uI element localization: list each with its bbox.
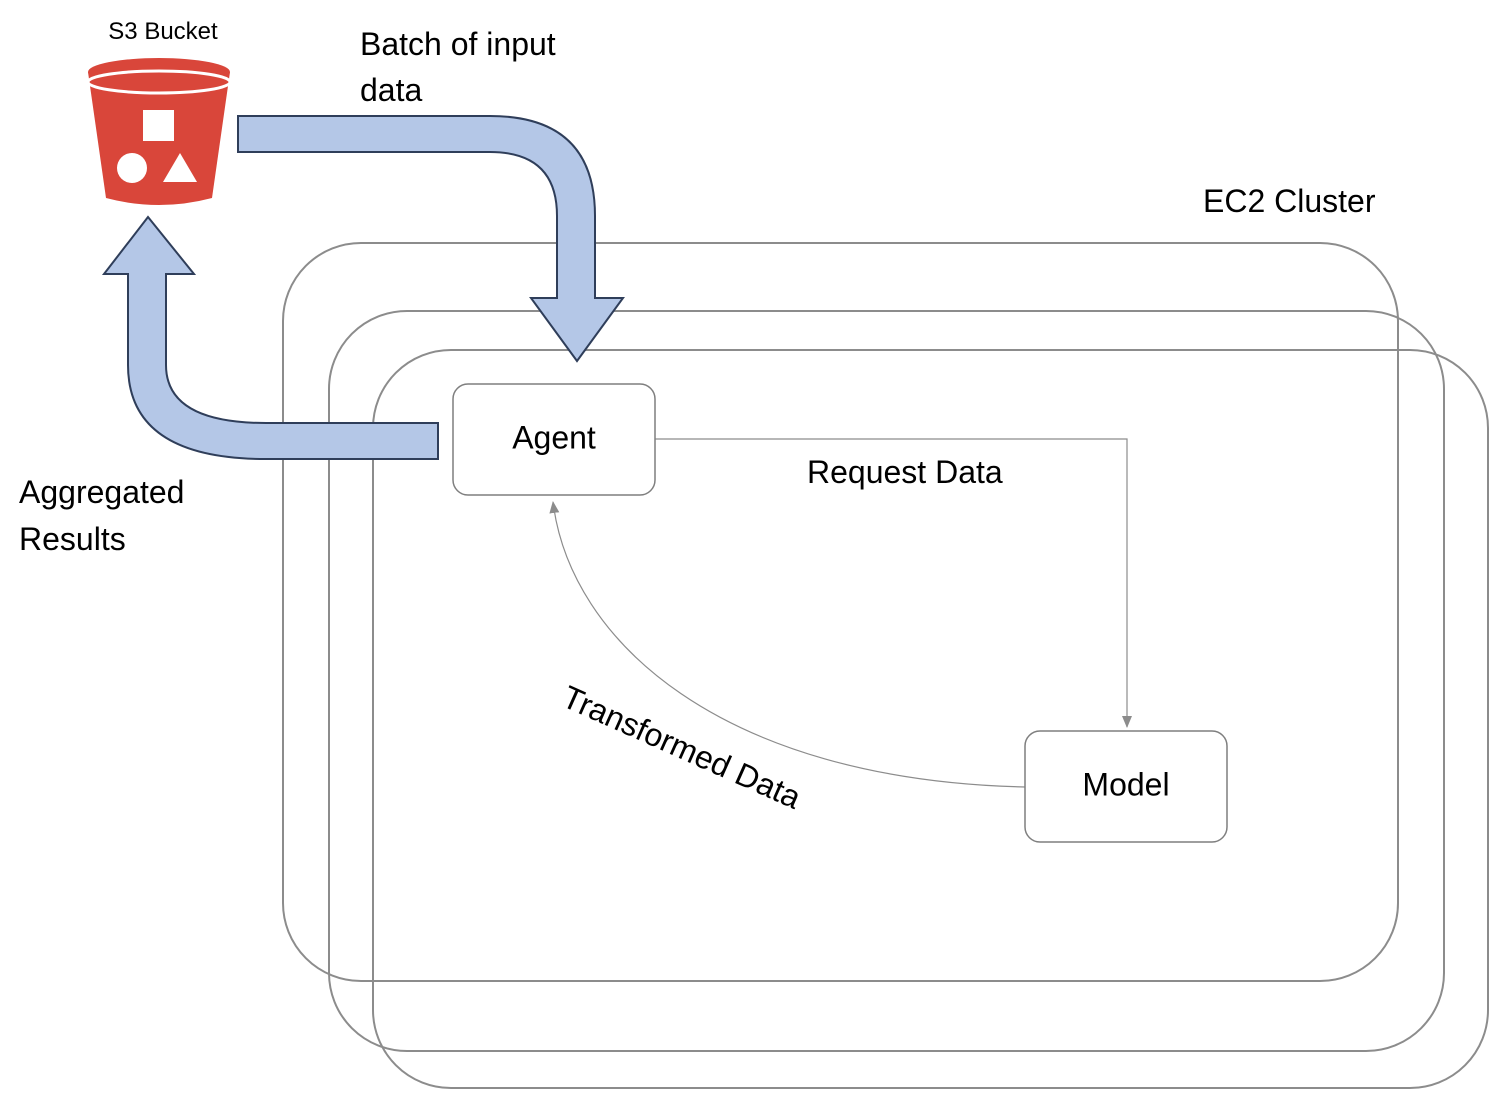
- square-shape-icon: [143, 110, 174, 141]
- model-node[interactable]: Model: [1024, 730, 1228, 843]
- s3-bucket-icon: [86, 58, 232, 205]
- batch-input-label-line2: data: [360, 72, 422, 108]
- circle-shape-icon: [117, 153, 147, 183]
- transformed-data-label: Transformed Data: [557, 679, 806, 816]
- triangle-shape-icon: [163, 153, 197, 182]
- batch-input-arrow: [237, 115, 625, 363]
- transformed-data-connector: [549, 501, 1026, 788]
- ec2-instance-front: [372, 349, 1489, 1089]
- agent-node[interactable]: Agent: [452, 383, 656, 496]
- aggregated-results-label-line1: Aggregated: [19, 474, 184, 510]
- batch-input-label-line1: Batch of input: [360, 26, 556, 62]
- ec2-cluster-label: EC2 Cluster: [1203, 183, 1376, 219]
- agent-label: Agent: [512, 419, 596, 455]
- aggregated-results-arrow: [101, 215, 439, 460]
- request-data-connector: [655, 438, 1132, 728]
- ec2-cluster: [282, 242, 1489, 1089]
- aggregated-results-label-line2: Results: [19, 521, 126, 557]
- request-data-label: Request Data: [807, 454, 1003, 490]
- s3-bucket-label: S3 Bucket: [108, 18, 218, 45]
- model-label: Model: [1082, 766, 1169, 802]
- ec2-instance-middle: [328, 310, 1445, 1052]
- ec2-instance-back: [282, 242, 1399, 982]
